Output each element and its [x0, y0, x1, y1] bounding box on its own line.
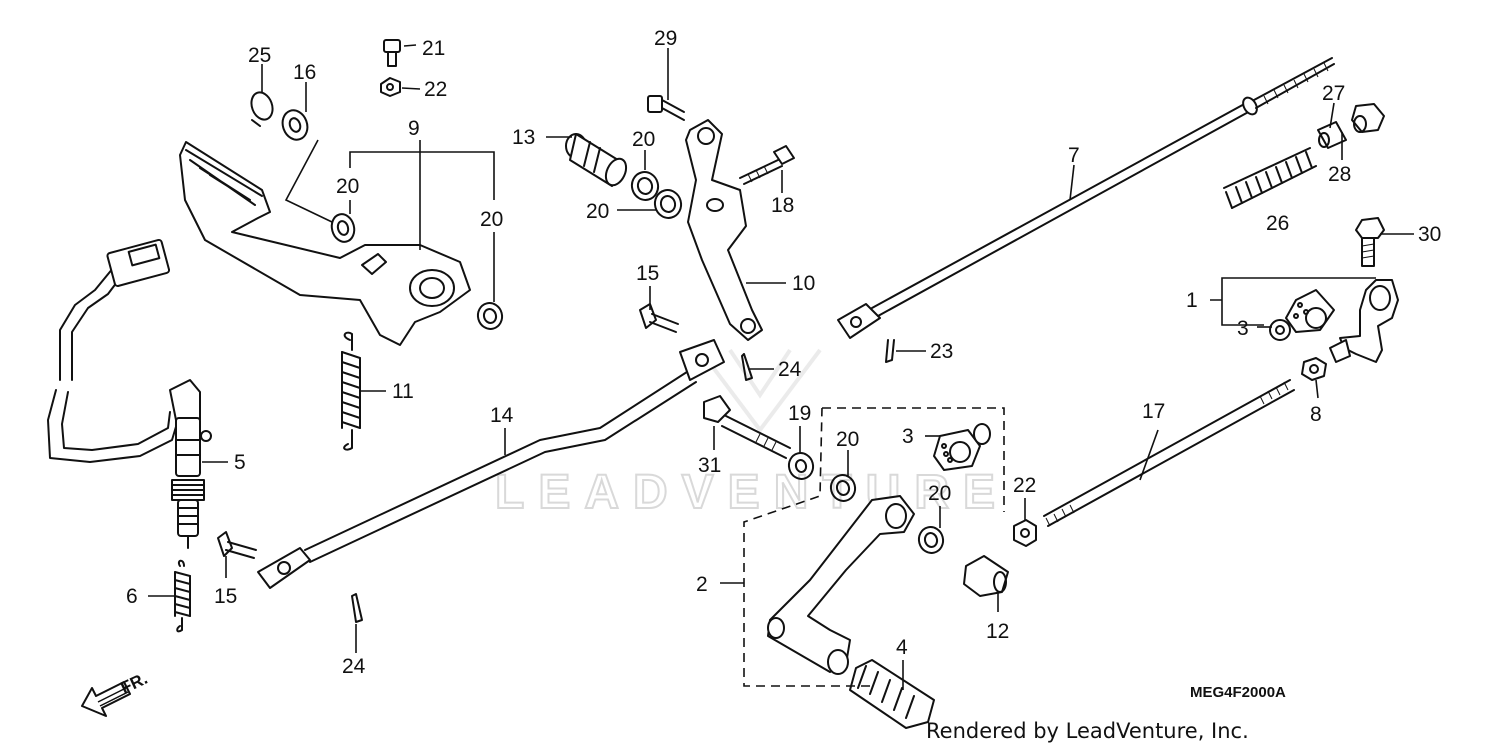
part-brake-pedal[interactable] [179, 141, 471, 346]
callout-21: 21 [422, 37, 445, 60]
part-bushing-13[interactable] [565, 133, 630, 188]
callout-11: 11 [392, 380, 414, 403]
part-washer-20a[interactable] [329, 212, 357, 245]
callout-29: 29 [654, 27, 677, 50]
callout-13: 13 [512, 126, 535, 149]
group-box-2 [743, 407, 1005, 687]
callout-6: 6 [126, 585, 138, 608]
part-washer-20d[interactable] [652, 187, 684, 221]
part-brake-switch[interactable] [47, 238, 212, 549]
part-bolt-21[interactable] [383, 39, 401, 67]
callout-20d: 20 [586, 200, 609, 223]
callout-3b: 3 [902, 425, 914, 448]
callout-19: 19 [788, 402, 811, 425]
callout-20c: 20 [632, 128, 655, 151]
callout-14: 14 [490, 404, 514, 427]
part-washer-16[interactable] [279, 107, 312, 143]
part-bolt-29[interactable] [647, 95, 685, 121]
callout-24b: 24 [342, 655, 366, 678]
front-direction-arrow-icon [81, 681, 131, 717]
part-brake-rod-14[interactable] [257, 339, 725, 589]
callout-5: 5 [234, 451, 246, 474]
callout-15b: 15 [636, 262, 659, 285]
part-bolt-30[interactable] [1355, 217, 1385, 267]
callout-31: 31 [698, 454, 721, 477]
part-spring-11[interactable] [341, 331, 361, 451]
callout-20f: 20 [928, 482, 951, 505]
part-cotter-pin-24a[interactable] [741, 353, 753, 381]
part-washer-20c[interactable] [629, 169, 661, 203]
callout-20e: 20 [836, 428, 859, 451]
part-nut-22b[interactable] [1013, 519, 1037, 547]
part-ball-joint-3b[interactable] [933, 423, 991, 471]
callout-22a: 22 [424, 78, 447, 101]
leader-lines [148, 44, 1414, 690]
callout-17: 17 [1142, 400, 1165, 423]
callout-labels: 25 16 21 22 9 20 20 13 20 20 29 18 10 11… [126, 27, 1441, 678]
part-bolt-31[interactable] [703, 395, 791, 459]
part-rod-17[interactable] [1043, 379, 1295, 527]
part-cotter-pin-24b[interactable] [351, 593, 363, 623]
part-clip-23[interactable] [885, 339, 895, 363]
callout-26: 26 [1266, 212, 1289, 235]
part-bushing-12[interactable] [963, 555, 1009, 597]
callout-30: 30 [1418, 223, 1441, 246]
diagram-code: MEG4F2000A [1190, 684, 1286, 701]
callout-10: 10 [792, 272, 815, 295]
part-shift-arm-2[interactable] [767, 495, 915, 675]
part-rod-7[interactable] [837, 57, 1335, 339]
callout-20a: 20 [336, 175, 359, 198]
callout-20b: 20 [480, 208, 503, 231]
part-nut-8[interactable] [1301, 357, 1327, 381]
callout-28: 28 [1328, 163, 1351, 186]
callout-4: 4 [896, 636, 908, 659]
callout-18: 18 [771, 194, 794, 217]
callout-22b: 22 [1013, 474, 1036, 497]
callout-16: 16 [293, 61, 316, 84]
callout-27: 27 [1322, 82, 1345, 105]
callout-3a: 3 [1237, 317, 1249, 340]
callout-8: 8 [1310, 403, 1322, 426]
callout-15a: 15 [214, 585, 237, 608]
callout-25: 25 [248, 44, 271, 67]
callout-9: 9 [408, 117, 420, 140]
part-washer-19[interactable] [786, 450, 816, 481]
part-nut-22a[interactable] [380, 77, 401, 97]
callout-24a: 24 [778, 358, 802, 381]
callout-12: 12 [986, 620, 1009, 643]
part-spring-26[interactable] [1223, 147, 1317, 209]
part-washer-20e[interactable] [828, 472, 858, 503]
part-joint-1[interactable] [1269, 279, 1399, 363]
part-pin-15a[interactable] [217, 531, 257, 559]
part-nut-28[interactable] [1351, 103, 1385, 133]
part-clip-25[interactable] [248, 89, 276, 127]
callout-23: 23 [930, 340, 953, 363]
part-bolt-18[interactable] [739, 145, 795, 185]
callout-7: 7 [1068, 144, 1080, 167]
callout-2: 2 [696, 573, 708, 596]
part-pin-15b[interactable] [639, 303, 679, 333]
part-spring-6[interactable] [174, 559, 191, 633]
part-washer-20b[interactable] [475, 300, 505, 331]
watermark-logo-icon [698, 348, 822, 434]
callout-1: 1 [1186, 289, 1198, 312]
footer-credit: Rendered by LeadVenture, Inc. [926, 719, 1249, 743]
part-arm-10[interactable] [685, 119, 763, 341]
part-washer-20f[interactable] [916, 524, 946, 555]
part-rubber-4[interactable] [849, 659, 935, 729]
